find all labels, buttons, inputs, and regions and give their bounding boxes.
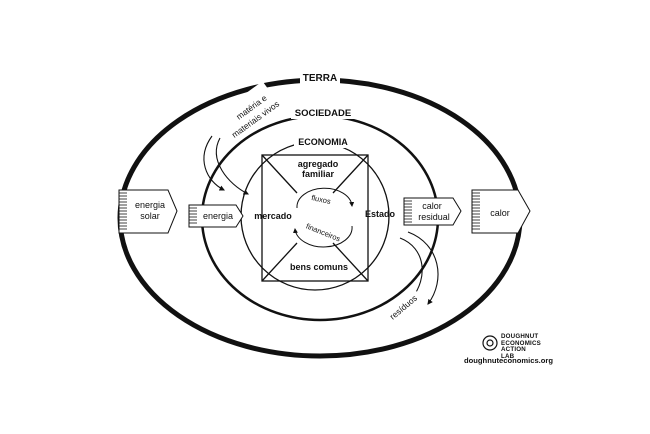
matter-arrow-outer [203,135,225,191]
label-heat-out: calor [490,208,510,218]
credit-url: doughnuteconomics.org [464,356,554,365]
label-economia: ECONOMIA [298,137,348,147]
matter-arrow-inner [215,137,249,195]
label-solar-1: energia [135,200,165,210]
economy-square [261,154,369,282]
lab-name: DOUGHNUT ECONOMICS ACTION LAB [501,333,541,360]
diagonal-tr [332,154,369,194]
diagonal-bl [261,242,298,282]
diagonal-tl [261,154,298,194]
label-heat-1: calor [422,201,442,211]
heat-out-box [471,189,531,234]
label-household-1: agregado [298,159,339,169]
label-commons: bens comuns [290,262,348,272]
waste-arrow-outer [407,231,439,305]
waste-heat-box [403,197,462,226]
flows-arrow-top [296,187,355,209]
lab-line-3: ACTION [501,346,526,354]
energy-box [188,204,244,228]
lab-line-1: DOUGHNUT [501,333,539,340]
doughnut-logo-icon [482,335,498,351]
lab-line-4: LAB [501,352,515,360]
label-terra: TERRA [303,73,337,84]
label-financial: financeiros [305,222,342,244]
label-household-2: familiar [302,169,335,179]
label-solar-2: solar [140,211,160,221]
diagonal-br [332,242,369,282]
earth-ellipse [117,77,523,359]
lab-line-2: ECONOMICS [501,339,541,347]
label-state: Estado [365,209,396,219]
label-market: mercado [254,211,292,221]
solar-energy-box [118,189,178,234]
label-sociedade: SOCIEDADE [295,108,351,119]
label-flows: fluxos [311,193,332,206]
flows-arrow-bottom [292,225,353,248]
label-heat-2: residual [418,212,450,222]
label-energy-in: energia [203,211,233,221]
